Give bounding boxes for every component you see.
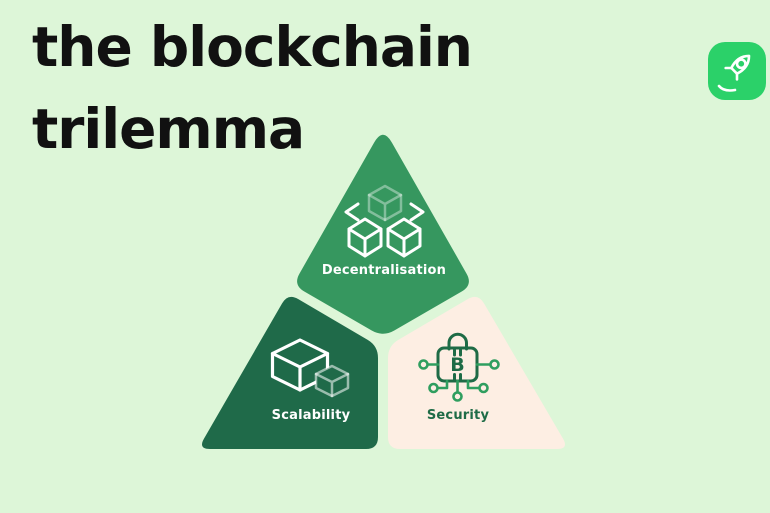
decentralisation-label: Decentralisation — [322, 263, 446, 278]
page-title: the blockchain trilemma — [32, 6, 473, 170]
cubes-network-icon — [344, 184, 425, 258]
scalability-label: Scalability — [272, 408, 351, 423]
title-line-2: trilemma — [32, 97, 305, 161]
rocket-icon — [717, 54, 751, 92]
svg-text:B: B — [450, 354, 464, 376]
brand-logo[interactable] — [708, 42, 766, 100]
triangle-decentralisation — [297, 134, 469, 334]
scaling-cubes-icon — [270, 338, 350, 398]
title-line-1: the blockchain — [32, 15, 473, 79]
bitcoin-padlock-icon: B — [418, 332, 500, 402]
triangle-scalability — [202, 296, 378, 449]
security-label: Security — [427, 408, 490, 423]
